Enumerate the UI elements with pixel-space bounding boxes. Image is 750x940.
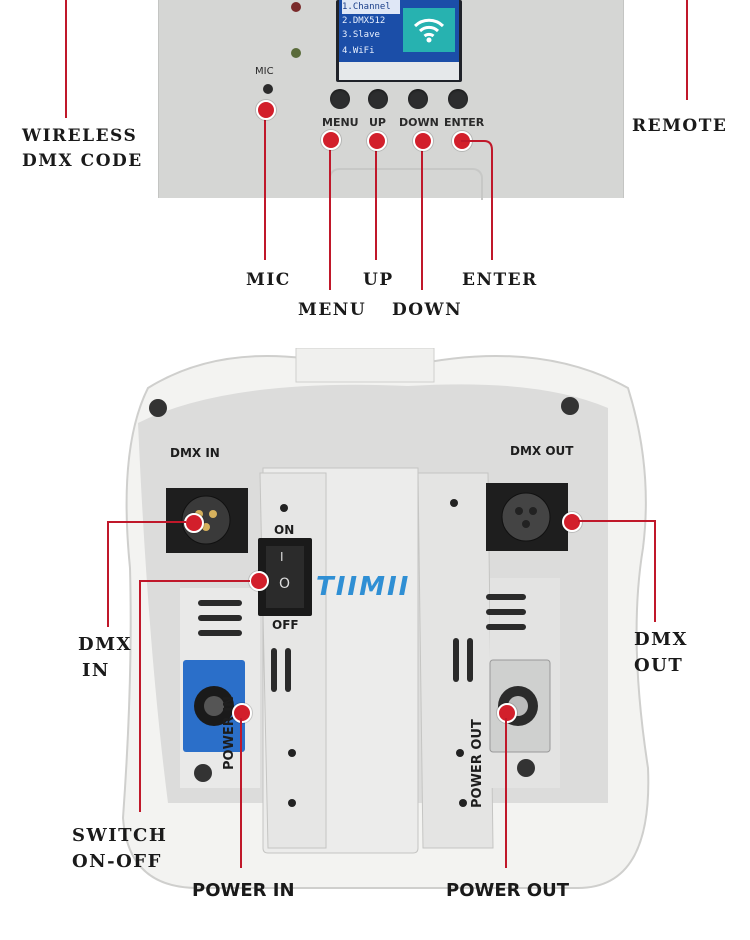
switch-callout-v [139, 580, 141, 812]
menu-line-4: 4.WiFi [342, 46, 375, 56]
power-out-callout-label: POWER OUT [446, 880, 569, 901]
menu-callout-line [329, 140, 331, 290]
dmx-out-label-line1: DMX [634, 629, 688, 650]
wireless-label-line1: WIRELESS [22, 126, 138, 146]
wireless-label-line2: DMX CODE [22, 150, 143, 171]
switch-callout-h [140, 580, 250, 582]
switch-callout-label: SWITCH ON-OFF [72, 823, 167, 875]
dmx-out-callout-label: DMX OUT [634, 627, 688, 679]
lcd-screen: 1.Channel 2.DMX512 3.Slave 4.WiFi [336, 0, 462, 82]
lcd-display: 1.Channel 2.DMX512 3.Slave 4.WiFi [339, 0, 459, 62]
menu-callout-label: MENU [298, 300, 367, 320]
switch-callout-dot [249, 571, 269, 591]
dmx-in-callout-label: DMX IN [78, 632, 132, 684]
wifi-icon [413, 18, 445, 43]
up-button-label: UP [369, 116, 386, 129]
mic-callout-label: MIC [246, 270, 291, 290]
status-led-green [291, 48, 301, 58]
dmx-out-callout-h [578, 520, 654, 522]
dmx-in-callout-v [107, 521, 109, 627]
menu-line-3: 3.Slave [342, 30, 380, 40]
dmx-out-callout-dot [562, 512, 582, 532]
down-callout-line [421, 140, 423, 290]
wireless-callout-line [65, 0, 67, 118]
down-callout-dot [413, 131, 433, 151]
up-callout-label: UP [363, 270, 394, 290]
menu-button[interactable] [330, 89, 350, 109]
power-in-callout-label: POWER IN [192, 880, 295, 901]
menu-line-2: 2.DMX512 [342, 16, 386, 26]
wifi-tile [403, 8, 455, 52]
dmx-in-label-line2: IN [82, 660, 110, 682]
device-housing [121, 348, 650, 889]
dmx-out-panel-label: DMX OUT [510, 444, 574, 458]
menu-line-1: 1.Channel [342, 0, 400, 14]
menu-callout-dot [321, 130, 341, 150]
up-button[interactable] [368, 89, 388, 109]
enter-button[interactable] [448, 89, 468, 109]
dmx-in-panel-label: DMX IN [170, 446, 220, 460]
switch-label-line2: ON-OFF [72, 851, 162, 873]
power-out-panel-label: POWER OUT [470, 719, 485, 808]
enter-callout-curve [461, 140, 493, 260]
switch-mark-on: I [280, 550, 284, 564]
up-callout-dot [367, 131, 387, 151]
down-button[interactable] [408, 89, 428, 109]
mic-callout-dot [256, 100, 276, 120]
dmx-out-callout-v [654, 520, 656, 622]
mic-callout-line [264, 108, 266, 260]
down-callout-label: DOWN [392, 300, 463, 320]
power-out-callout-v [505, 718, 507, 868]
lcd-footer [339, 62, 459, 80]
switch-mark-off: O [279, 576, 291, 592]
up-callout-line [375, 140, 377, 260]
down-button-label: DOWN [399, 116, 439, 129]
enter-callout-label: ENTER [462, 270, 538, 290]
mic-panel-label: MIC [255, 66, 274, 77]
enter-button-label: ENTER [444, 116, 485, 129]
switch-off-label: OFF [272, 618, 299, 632]
brand-logo: TIIMII [316, 572, 411, 602]
power-in-callout-dot [232, 703, 252, 723]
mic-hole [263, 84, 273, 94]
remote-callout-line [686, 0, 688, 100]
switch-label-line1: SWITCH [72, 825, 168, 846]
dmx-out-label-line2: OUT [634, 655, 684, 677]
wireless-dmx-code-label: WIRELESS DMX CODE [22, 124, 143, 173]
dmx-in-label-line1: DMX [78, 634, 132, 655]
remote-label: REMOTE [632, 116, 728, 136]
switch-on-label: ON [274, 523, 295, 537]
status-led-red [291, 2, 301, 12]
menu-button-label: MENU [322, 116, 359, 129]
dmx-in-callout-dot [184, 513, 204, 533]
power-in-callout-v [240, 718, 242, 868]
power-out-callout-dot [497, 703, 517, 723]
rocker-switch[interactable]: I O [266, 546, 304, 608]
dmx-in-callout-h [108, 521, 186, 523]
